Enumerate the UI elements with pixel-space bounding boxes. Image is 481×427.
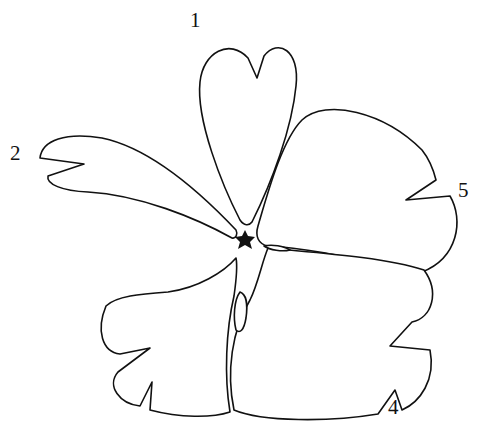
inner-slit-outline [264, 245, 290, 251]
petal-outline [101, 258, 237, 416]
callout-number: 2 [10, 143, 21, 164]
flower-center [235, 230, 255, 249]
callout-number: 4 [388, 397, 399, 418]
petal-gap-outline [234, 292, 246, 332]
callout-number: 5 [458, 180, 469, 201]
callout-number: 1 [190, 10, 201, 31]
petal-outline [257, 110, 457, 272]
petal-outline [40, 136, 237, 238]
petal-outline [231, 248, 433, 420]
